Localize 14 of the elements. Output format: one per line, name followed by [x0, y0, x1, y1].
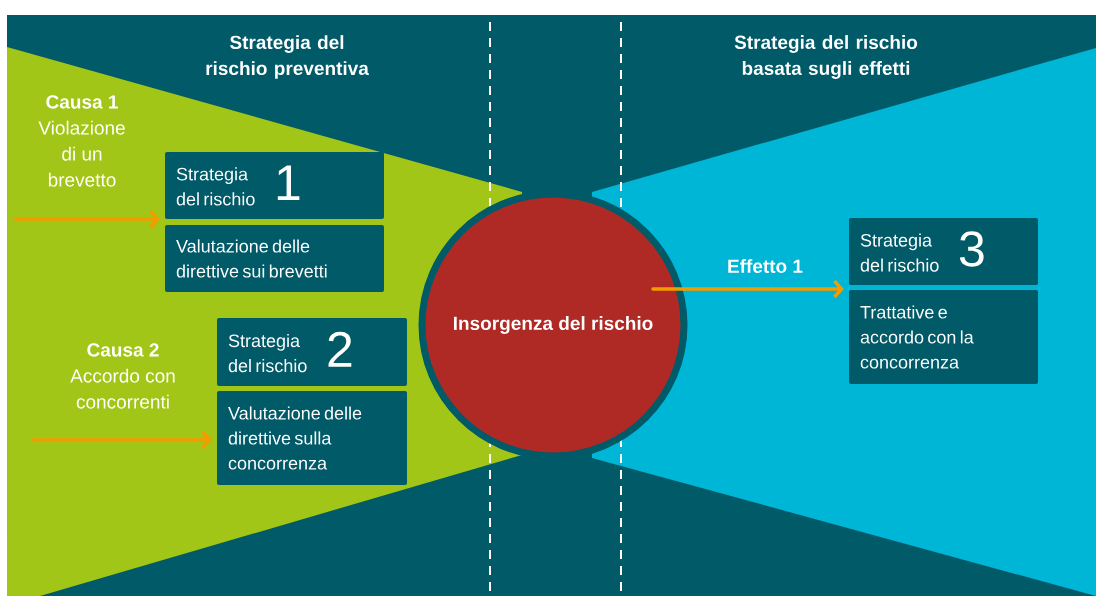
strategy-box: Valutazione delle direttive sui brevetti — [165, 225, 384, 292]
strategy-box: Valutazione delle direttive sulla concorrenza — [217, 391, 407, 485]
edge-label: Effetto 1 — [725, 257, 805, 275]
strategy-box: Strategia del rischio 1 — [165, 152, 384, 219]
cause-label: Causa 1 Violazione di un brevetto — [38, 95, 125, 187]
section-heading: Strategia del rischio basata sugli effetti — [734, 35, 918, 79]
arrow — [31, 430, 212, 450]
strategy-box: Strategia del rischio 3 — [849, 218, 1038, 285]
section-heading: Strategia del rischio preventiva — [206, 35, 369, 79]
arrow — [651, 279, 844, 299]
strategy-box: Strategia del rischio 2 — [217, 318, 407, 386]
arrow — [13, 209, 160, 229]
cause-label: Causa 2 Accordo con concorrenti — [70, 343, 175, 409]
strategy-box: Trattative e accordo con la concorrenza — [849, 290, 1038, 384]
